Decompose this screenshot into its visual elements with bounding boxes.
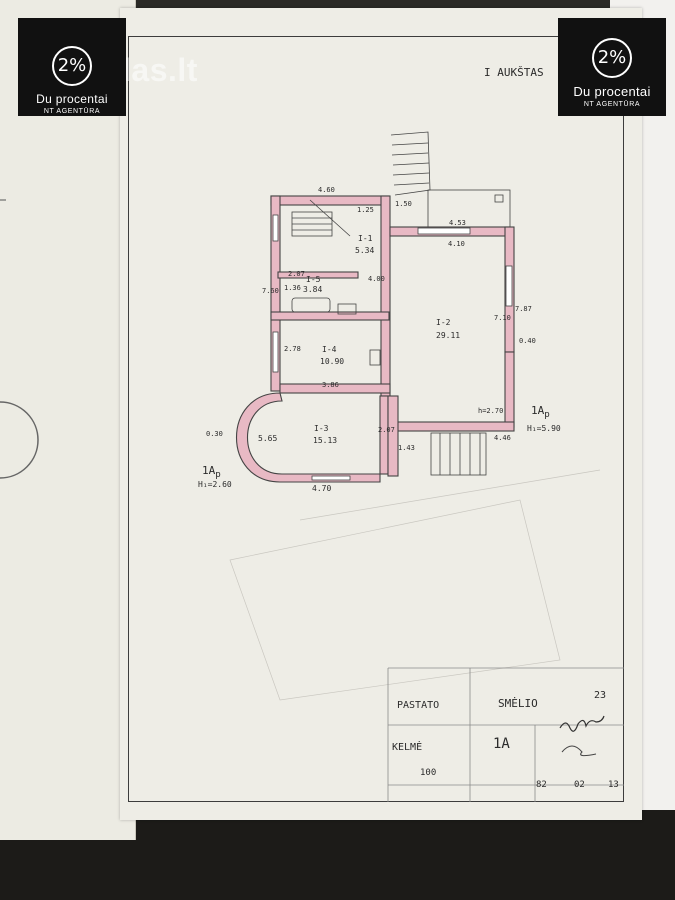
handwritten-initials [561, 745, 597, 757]
brand-logo-right: 2% Du procentai NT AGENTŪRA [558, 18, 666, 116]
left-sheet-arc [0, 401, 39, 479]
room-id-i1: I-1 [358, 234, 373, 243]
handwritten-signature [559, 715, 605, 732]
dim-left-side: 7.60 [262, 287, 279, 295]
dim-bottom-width: 4.70 [312, 484, 332, 493]
title-label-building: PASTATO [397, 700, 440, 711]
title-number: 23 [594, 690, 607, 701]
brand-logo-left: 2% Du procentai NT AGENTŪRA [18, 18, 126, 116]
title-scale: 100 [420, 768, 437, 778]
title-date-day: 13 [608, 780, 619, 790]
dim-room2-inner: h=2.70 [478, 407, 504, 415]
dim-stair-side: 1.50 [395, 200, 412, 208]
height-left: H₁=2.60 [198, 480, 232, 489]
drawing-frame [128, 36, 624, 802]
dim-corridor: 4.00 [368, 275, 385, 283]
dim-right-top: 4.53 [449, 219, 466, 227]
height-mark-left: 1Ap [202, 464, 221, 480]
height-mark-left-sub: p [215, 469, 221, 481]
room-area-i1: 5.34 [355, 246, 375, 255]
faint-background-lines [229, 469, 601, 701]
dim-right-side: 7.87 [515, 305, 532, 313]
dim-right-inner: 4.10 [448, 240, 465, 248]
stairs [291, 131, 511, 476]
title-block-grid [387, 667, 624, 802]
dim-top-width: 4.60 [318, 186, 335, 194]
title-mark: 1A [493, 736, 510, 752]
dim-room4-width: 3.86 [322, 381, 339, 389]
dim-left-offset: 0.30 [206, 430, 223, 438]
dim-room2-side: 7.10 [494, 314, 511, 322]
dim-bath-depth: 1.36 [284, 284, 301, 292]
brand-subtitle: NT AGENTŪRA [43, 108, 101, 115]
dim-bath-width: 2.07 [288, 270, 305, 278]
title-street: SMĖLIO [498, 697, 538, 710]
dim-small-side: 1.43 [398, 444, 415, 452]
title-town: KELMĖ [392, 742, 423, 753]
height-mark-right-code: 1A [531, 404, 545, 417]
dim-room3-side: 2.07 [378, 426, 395, 434]
brand-subtitle: NT AGENTŪRA [583, 101, 641, 108]
room-area-i5: 3.84 [303, 285, 323, 294]
bathroom-fixtures [291, 297, 381, 366]
height-right: H₁=5.90 [527, 424, 561, 433]
dim-bay-width: 5.65 [258, 434, 278, 443]
room-id-i5: I-5 [306, 275, 321, 284]
room-area-i4: 10.90 [320, 357, 345, 366]
room-id-i4: I-4 [322, 345, 337, 354]
brand-name: Du procentai [573, 84, 651, 99]
dim-room4-side: 2.78 [284, 345, 301, 353]
room-id-i2: I-2 [436, 318, 451, 327]
room-area-i2: 29.11 [436, 331, 461, 340]
windows [272, 214, 513, 481]
room-area-i3: 15.13 [313, 436, 338, 445]
brand-symbol-icon: 2% [592, 38, 632, 78]
height-mark-left-code: 1A [202, 464, 216, 477]
height-mark-right-sub: p [544, 409, 550, 421]
dim-stair-width: 1.25 [357, 206, 374, 214]
left-adjacent-sheet [0, 0, 136, 840]
dim-offset: 0.40 [519, 337, 536, 345]
height-mark-right: 1Ap [531, 404, 550, 420]
title-date-year: 82 [536, 780, 547, 790]
floor-title: I AUKŠTAS [484, 66, 544, 79]
brand-symbol-icon: 2% [52, 46, 92, 86]
room-id-i3: I-3 [314, 424, 329, 433]
brand-name: Du procentai [36, 92, 108, 106]
dim-bottom-right: 4.46 [494, 434, 511, 442]
title-date-month: 02 [574, 780, 585, 790]
